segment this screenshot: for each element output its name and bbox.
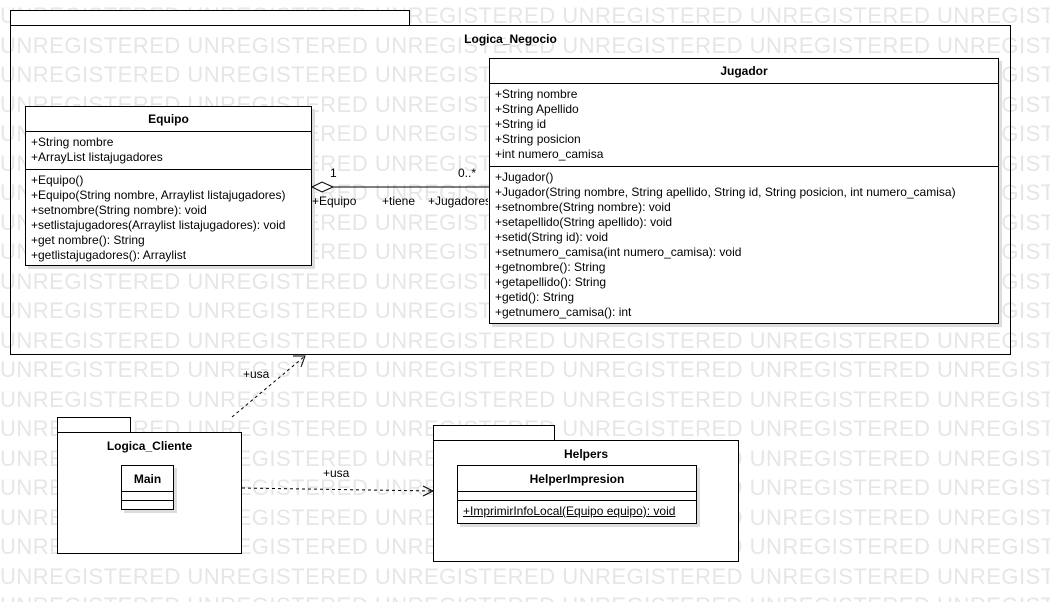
- multiplicity-equipo: 1: [330, 166, 337, 180]
- package-tab-logica-cliente: [57, 417, 131, 433]
- class-main-attributes: [122, 492, 173, 501]
- aggregation-diamond-icon: [310, 181, 335, 193]
- dependency-line-cliente-helpers: [241, 487, 434, 492]
- class-equipo-attributes: +String nombre +ArrayList listajugadores: [26, 132, 311, 170]
- class-jugador-attribute: +String Apellido: [495, 102, 579, 116]
- package-logica-negocio[interactable]: Logica_Negocio: [10, 25, 1011, 355]
- package-title-helpers: Helpers: [563, 447, 609, 461]
- class-equipo-attribute: +String nombre: [31, 135, 114, 149]
- association-name: +tiene: [382, 194, 416, 208]
- class-equipo-attribute: +ArrayList listajugadores: [31, 150, 163, 164]
- class-equipo-operations: +Equipo() +Equipo(String nombre, Arrayli…: [26, 170, 311, 263]
- class-equipo-operation: +setlistajugadores(Arraylist listajugado…: [31, 218, 286, 232]
- class-jugador-attribute: +String posicion: [495, 132, 581, 146]
- role-jugador: +Jugadores: [428, 194, 488, 208]
- class-jugador-operation: +setnombre(String nombre): void: [495, 200, 671, 214]
- package-title-logica-negocio: Logica_Negocio: [464, 32, 557, 46]
- class-jugador-attribute: +String id: [495, 117, 547, 131]
- class-helperimpresion[interactable]: HelperImpresion +ImprimirInfoLocal(Equip…: [457, 465, 697, 524]
- class-helperimpresion-name: HelperImpresion: [458, 466, 696, 492]
- class-equipo-operation: +get nombre(): String: [31, 233, 145, 247]
- role-equipo: +Equipo: [312, 194, 357, 208]
- class-main[interactable]: Main: [121, 465, 174, 510]
- class-helperimpresion-attributes: [458, 492, 696, 501]
- class-equipo-operation: +setnombre(String nombre): void: [31, 203, 207, 217]
- class-main-name: Main: [122, 466, 173, 492]
- class-jugador-attribute: +int numero_camisa: [495, 147, 604, 161]
- package-title-logica-cliente: Logica_Cliente: [106, 439, 193, 453]
- class-equipo-name: Equipo: [26, 107, 311, 132]
- class-jugador-attribute: +String nombre: [495, 87, 578, 101]
- class-equipo-operation: +Equipo(): [31, 173, 84, 187]
- class-jugador-operation: +setapellido(String apellido): void: [495, 215, 673, 229]
- class-equipo-operation: +Equipo(String nombre, Arraylist listaju…: [31, 188, 286, 202]
- package-tab-helpers: [433, 425, 555, 441]
- class-jugador-operations: +Jugador() +Jugador(String nombre, Strin…: [490, 167, 998, 320]
- class-jugador-operation: +Jugador(String nombre, String apellido,…: [495, 185, 956, 199]
- class-helperimpresion-operation: +ImprimirInfoLocal(Equipo equipo): void: [463, 504, 676, 518]
- class-jugador-operation: +getnombre(): String: [495, 260, 606, 274]
- class-jugador-operation: +setnumero_camisa(int numero_camisa): vo…: [495, 245, 742, 259]
- dependency-label-cliente-helpers: +usa: [323, 466, 350, 480]
- class-helperimpresion-operations: +ImprimirInfoLocal(Equipo equipo): void: [458, 501, 696, 519]
- class-jugador-operation: +setid(String id): void: [495, 230, 609, 244]
- class-jugador-operation: +getid(): String: [495, 290, 575, 304]
- class-equipo-operation: +getlistajugadores(): Arraylist: [31, 248, 187, 262]
- dependency-arrowhead-icon: [422, 485, 435, 497]
- multiplicity-jugador: 0..*: [458, 166, 477, 180]
- dependency-label-cliente-negocio: +usa: [243, 367, 270, 381]
- class-equipo[interactable]: Equipo +String nombre +ArrayList listaju…: [25, 106, 312, 266]
- class-jugador[interactable]: Jugador +String nombre +String Apellido …: [489, 58, 999, 324]
- dependency-arrowhead-icon: [293, 355, 306, 368]
- package-tab-logica-negocio: [10, 10, 410, 26]
- class-jugador-attributes: +String nombre +String Apellido +String …: [490, 84, 998, 167]
- dependency-line-cliente-negocio: [231, 355, 306, 418]
- class-jugador-operation: +getnumero_camisa(): int: [495, 305, 632, 319]
- class-jugador-operation: +Jugador(): [495, 170, 554, 184]
- class-jugador-operation: +getapellido(): String: [495, 275, 607, 289]
- class-jugador-name: Jugador: [490, 59, 998, 84]
